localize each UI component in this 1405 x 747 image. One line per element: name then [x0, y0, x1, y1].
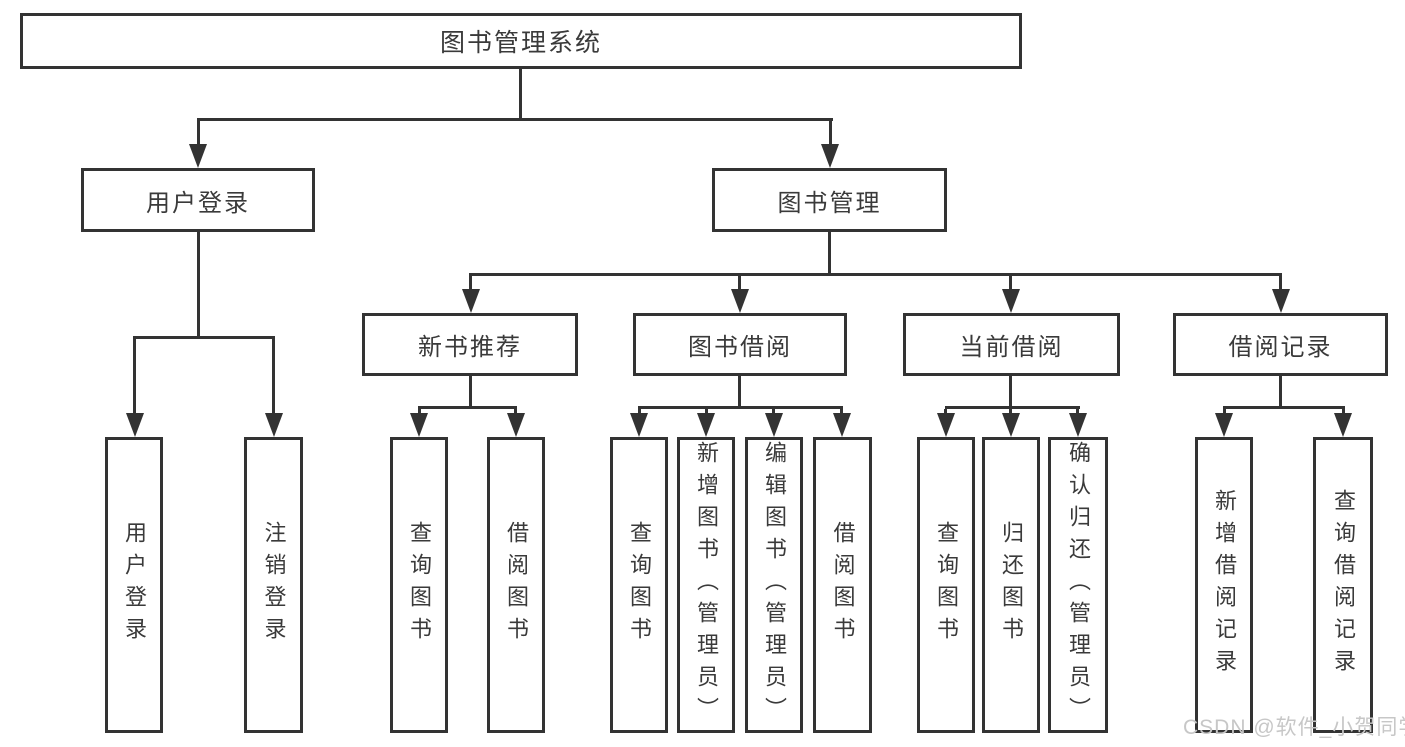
- arrow-down-icon: [765, 413, 783, 437]
- leaf-logout: 注销登录: [244, 437, 303, 733]
- connector-line: [1279, 376, 1282, 406]
- leaf-label: 编辑图书（管理员）: [762, 441, 787, 729]
- root-node-label: 图书管理系统: [439, 29, 602, 57]
- node-borrowing-records: 借阅记录: [1173, 313, 1388, 376]
- connector-line: [945, 406, 1080, 409]
- leaf-add-borrow-record: 新增借阅记录: [1195, 437, 1253, 733]
- leaf-return-books: 归还图书: [982, 437, 1040, 733]
- connector-line: [519, 69, 522, 118]
- arrow-down-icon: [265, 413, 283, 437]
- connector-line: [272, 339, 275, 417]
- leaf-query-borrow-record: 查询借阅记录: [1313, 437, 1373, 733]
- node-label: 当前借阅: [959, 334, 1064, 361]
- connector-line: [638, 406, 843, 409]
- leaf-label: 借阅图书: [830, 521, 856, 649]
- root-node: 图书管理系统: [20, 13, 1022, 69]
- leaf-label: 新增图书（管理员）: [694, 441, 719, 729]
- connector-line: [738, 376, 741, 406]
- node-book-borrowing: 图书借阅: [633, 313, 847, 376]
- leaf-edit-books-admin: 编辑图书（管理员）: [745, 437, 803, 733]
- arrow-down-icon: [731, 289, 749, 313]
- arrow-down-icon: [410, 413, 428, 437]
- connector-line: [197, 232, 200, 336]
- connector-line: [197, 121, 200, 148]
- arrow-down-icon: [1334, 413, 1352, 437]
- arrow-down-icon: [507, 413, 525, 437]
- leaf-label: 新增借阅记录: [1212, 489, 1237, 681]
- node-label: 用户登录: [146, 189, 250, 217]
- connector-line: [829, 121, 832, 148]
- node-current-borrowing: 当前借阅: [903, 313, 1120, 376]
- connector-line: [469, 276, 472, 293]
- leaf-label: 查询图书: [627, 521, 652, 649]
- arrow-down-icon: [833, 413, 851, 437]
- leaf-label: 查询图书: [934, 521, 959, 649]
- leaf-label: 查询借阅记录: [1331, 489, 1356, 681]
- leaf-label: 用户登录: [122, 521, 147, 649]
- arrow-down-icon: [697, 413, 715, 437]
- arrow-down-icon: [1002, 289, 1020, 313]
- connector-line: [1009, 276, 1012, 293]
- leaf-borrow-books: 借阅图书: [487, 437, 545, 733]
- leaf-query-books: 查询图书: [917, 437, 975, 733]
- node-label: 新书推荐: [418, 334, 522, 361]
- arrow-down-icon: [1069, 413, 1087, 437]
- node-label: 借阅记录: [1228, 334, 1333, 361]
- leaf-add-books-admin: 新增图书（管理员）: [677, 437, 735, 733]
- leaf-borrow-books: 借阅图书: [813, 437, 872, 733]
- connector-line: [828, 232, 831, 273]
- leaf-label: 注销登录: [261, 521, 287, 649]
- node-new-book-recommendation: 新书推荐: [362, 313, 578, 376]
- arrow-down-icon: [462, 289, 480, 313]
- connector-line: [197, 118, 833, 121]
- arrow-down-icon: [821, 144, 839, 168]
- connector-line: [1279, 276, 1282, 293]
- leaf-user-login: 用户登录: [105, 437, 163, 733]
- connector-line: [469, 273, 1282, 276]
- connector-line: [133, 339, 136, 417]
- node-book-management: 图书管理: [712, 168, 947, 232]
- arrow-down-icon: [126, 413, 144, 437]
- arrow-down-icon: [1002, 413, 1020, 437]
- arrow-down-icon: [1272, 289, 1290, 313]
- leaf-label: 查询图书: [407, 521, 432, 649]
- leaf-label: 归还图书: [999, 521, 1024, 649]
- leaf-label: 确认归还（管理员）: [1066, 441, 1091, 729]
- connector-line: [469, 376, 472, 406]
- leaf-confirm-return-admin: 确认归还（管理员）: [1048, 437, 1108, 733]
- arrow-down-icon: [189, 144, 207, 168]
- connector-line: [1009, 376, 1012, 406]
- leaf-label: 借阅图书: [504, 521, 529, 649]
- connector-line: [1223, 406, 1345, 409]
- connector-line: [738, 276, 741, 293]
- arrow-down-icon: [630, 413, 648, 437]
- arrow-down-icon: [1215, 413, 1233, 437]
- leaf-query-books: 查询图书: [390, 437, 448, 733]
- connector-line: [418, 406, 517, 409]
- node-label: 图书管理: [777, 189, 882, 217]
- arrow-down-icon: [937, 413, 955, 437]
- node-label: 图书借阅: [688, 334, 792, 361]
- node-user-login: 用户登录: [81, 168, 315, 232]
- leaf-query-books: 查询图书: [610, 437, 668, 733]
- connector-line: [133, 336, 275, 339]
- watermark: CSDN @软件_小贺同学: [1183, 716, 1405, 739]
